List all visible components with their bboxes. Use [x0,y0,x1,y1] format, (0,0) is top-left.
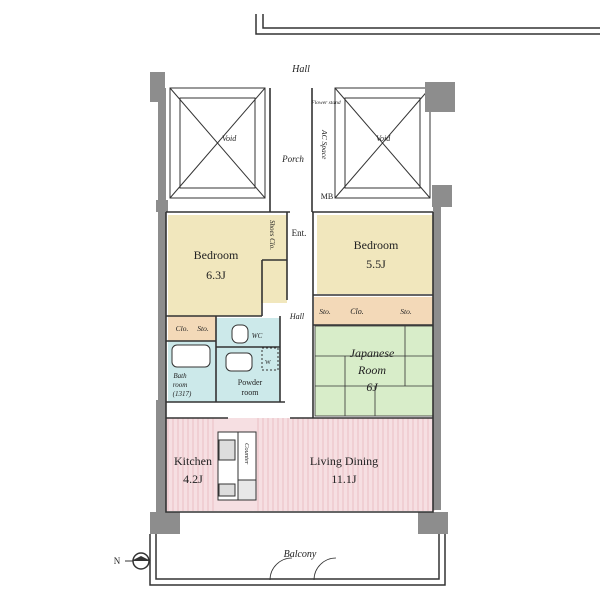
north-compass-icon [125,552,151,570]
void-right-label: Void [376,134,391,143]
powder-room-line2: room [242,388,260,397]
washer-label: W [265,360,271,366]
hall-top-label: Hall [291,64,310,75]
clo-left-fill [168,316,216,341]
corridor-outline [255,14,600,35]
sto-right-a-fill [314,297,337,325]
sto-right-b-label: Sto. [400,307,412,316]
wc-label: WC [252,332,263,340]
bedroom-left-name: Bedroom [194,248,239,262]
japanese-room-line1: Japanese [350,346,395,360]
counter-label: Counter [243,443,250,465]
bedroom-right-size: 5.5J [366,257,386,271]
powder-room-line1: Powder [238,378,263,387]
sto-left-label: Sto. [197,324,209,333]
ent-label: Ent. [292,228,307,238]
living-stripes [167,418,429,511]
living-size: 11.1J [331,472,357,486]
bathroom-line1: Bath [173,372,187,380]
kitchen-size: 4.2J [183,472,203,486]
void-left-label: Void [222,134,237,143]
clo-right-label: Clo. [350,307,364,316]
hall-inner-label: Hall [289,312,305,321]
mb-label: MB [321,192,333,201]
walls [150,72,455,534]
bedroom-right-fill [317,215,433,294]
tatami-fill [315,326,434,416]
bedroom-right-name: Bedroom [354,238,399,252]
clo-right-fill [337,297,433,325]
sto-right-a-label: Sto. [319,307,331,316]
flower-stand-label: Flower stand [310,100,340,106]
clo-left-label: Clo. [176,324,189,333]
kitchen-name: Kitchen [174,454,212,468]
kitchen-fixtures [217,431,257,501]
north-label: N [114,556,121,566]
living-name: Living Dining [310,454,378,468]
ac-space-label: AC Space [320,129,329,160]
bathroom-size: (1317) [173,390,192,398]
porch-label: Porch [281,154,304,164]
balcony-label: Balcony [284,549,317,560]
bathroom-line2: room [173,381,188,389]
japanese-room-size: 6J [366,380,378,394]
bedroom-left-size: 6.3J [206,268,226,282]
bedroom-left-fill-2 [168,260,261,316]
balcony [149,534,446,586]
interior-lines [165,88,434,513]
shoes-clo-label: Shoes Clo. [268,220,276,250]
japanese-room-line2: Room [357,363,386,377]
void-areas [169,87,431,199]
bath-fixtures [171,324,279,372]
